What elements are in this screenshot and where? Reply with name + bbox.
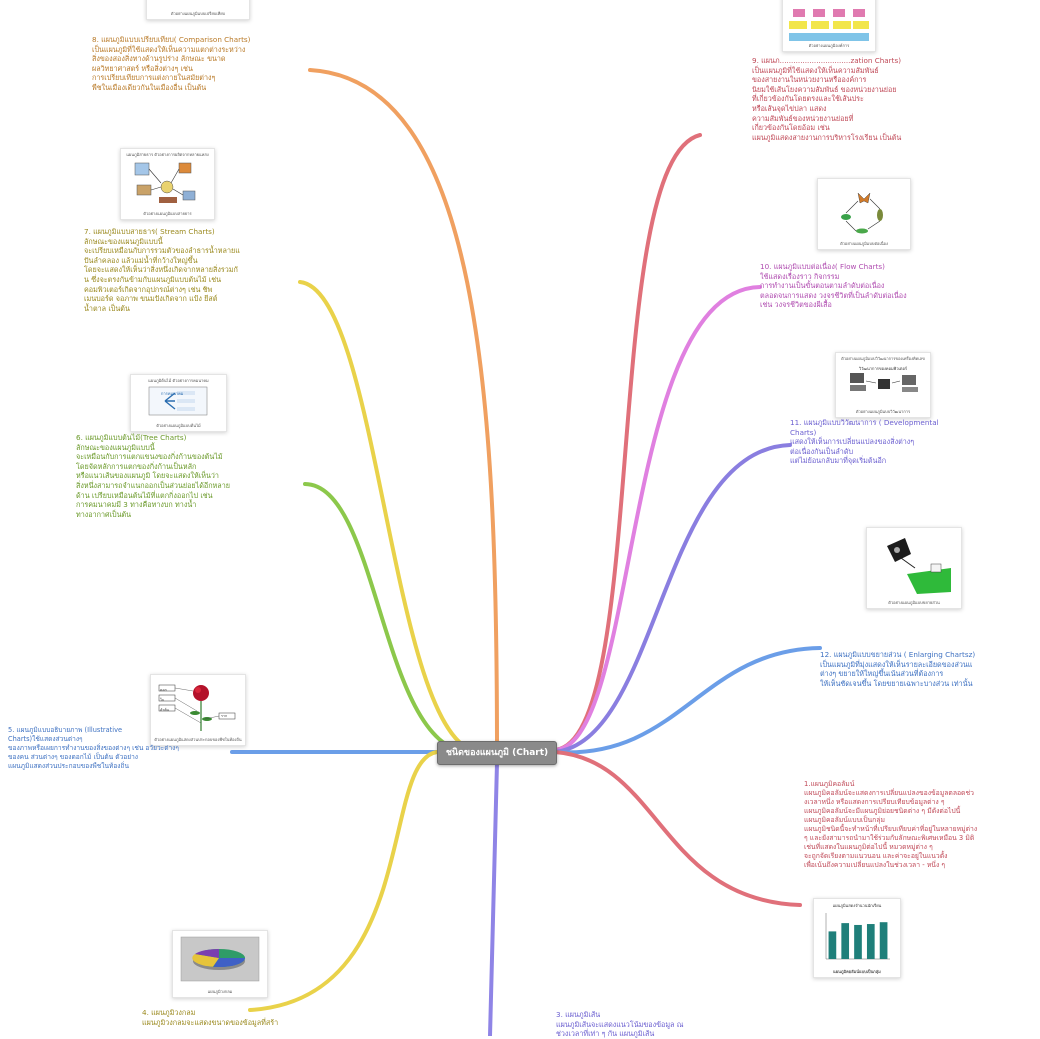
flower-illustration (158, 684, 236, 731)
computer-evolution-illustration (850, 373, 918, 392)
branch-12 (553, 646, 822, 755)
thumb-caption: ตัวอย่างแผนภูมิแบบวิวัฒนาการ (855, 409, 911, 414)
thumb-tree-chart: แผนภูมิต้นไม้ ตัวอย่างการคมนาคม การคมนาค… (130, 374, 227, 432)
thumb-caption: ตัวอย่างแผนภูมิแบบต้นไม้ (156, 423, 201, 428)
flower-label: ราก (221, 714, 228, 718)
thumb-inner-title: แผนภูมิแสดงจำนวนนักเรียน (832, 903, 882, 908)
node-10-flow-charts[interactable]: 10. แผนภูมิแบบต่อเนื่อง( Flow Charts) ใช… (760, 262, 907, 310)
thumb-caption: ตัวอย่างแผนภูมิแบบขยายส่วน (888, 600, 940, 605)
thumb-caption: ตัวอย่างแผนภูมิแสดงส่วนประกอบของพืชในท้อ… (154, 737, 242, 742)
node-5-illustrative-charts[interactable]: 5. แผนภูมิแบบอธิบายภาพ (Illustrative Cha… (8, 726, 179, 770)
node-12-enlarging-charts[interactable]: 12. แผนภูมิแบบขยายส่วน ( Enlarging Chart… (820, 650, 976, 688)
branch-4 (248, 750, 439, 1012)
node-6-tree-charts[interactable]: 6. แผนภูมิแบบต้นไม้(Tree Charts) ลักษณะข… (76, 433, 230, 519)
center-node[interactable]: ชนิดของแผนภูมิ (Chart) (437, 741, 557, 765)
column-bar (841, 923, 850, 959)
node-9-organization-charts[interactable]: 9. แผนภ...............................za… (752, 56, 902, 142)
flower-label: ดอก (160, 688, 167, 692)
thumb-caption: ตัวอย่างแผนภูมิแบบต่อเนื่อง (840, 241, 888, 246)
thumb-caption: ตัวอย่างแผนภูมิแบบเปรียบเทียบ (170, 11, 226, 16)
branch-10 (553, 285, 762, 752)
thumb-caption: ตัวอย่างแผนภูมิองค์การ (808, 43, 850, 48)
thumb-title: แผนภูมิสายธาร ตัวอย่างการผลิตจากหลายแหล่… (126, 152, 209, 157)
thumb-column-chart: แผนภูมิแสดงจำนวนนักเรียน แผนภูมิคอลัมน์แ… (813, 898, 901, 978)
thumb-flow-chart: ตัวอย่างแผนภูมิแบบต่อเนื่อง (817, 178, 911, 250)
thumb-pie-chart: แผนภูมิวงกลม (172, 930, 268, 998)
column-bar (854, 924, 862, 959)
branch-8 (308, 68, 499, 754)
org-illustration (789, 9, 869, 41)
branch-6 (303, 482, 472, 754)
thumb-inner-title: วิวัฒนาการของคอมพิวเตอร์ (858, 366, 908, 371)
butterfly-illustration (841, 192, 883, 234)
thumb-caption: แผนภูมิคอลัมน์แบบเป็นกลุ่ม (833, 969, 881, 974)
thumb-caption: แผนภูมิวงกลม (207, 989, 233, 994)
thumb-title: แผนภูมิต้นไม้ ตัวอย่างการคมนาคม (148, 378, 209, 383)
column-chart-illustration (825, 913, 890, 960)
node-4-pie-chart[interactable]: 4. แผนภูมิวงกลม แผนภูมิวงกลมจะแสดงขนาดขอ… (142, 1008, 279, 1027)
column-bar (828, 931, 837, 959)
branch-7 (298, 280, 480, 754)
flower-label: ลำต้น (160, 708, 170, 712)
thumb-inner-title: การคมนาคม (161, 391, 184, 396)
node-8-comparison-charts[interactable]: 8. แผนภูมิแบบเปรียบเทียบ( Comparison Cha… (92, 35, 251, 92)
branch-9 (553, 133, 702, 752)
branch-3 (488, 761, 499, 1036)
thumb-illustrative-chart: ดอก ใบ ลำต้น ราก ตัวอย่างแผนภูมิแสดงส่วน… (150, 674, 246, 746)
enlarging-illustration (887, 538, 951, 594)
branch-11 (553, 443, 792, 754)
node-11-developmental-charts[interactable]: 11. แผนภูมิแบบวิวัฒนาการ ( Developmental… (790, 418, 939, 466)
node-7-stream-charts[interactable]: 7. แผนภูมิแบบสายธาร( Stream Charts) ลักษ… (84, 227, 240, 313)
node-3-line-chart[interactable]: 3. แผนภูมิเส้น แผนภูมิเส้นจะแสดงแนวโน้มข… (556, 1010, 684, 1039)
flower-label: ใบ (160, 698, 165, 702)
tree-illustration (148, 386, 208, 416)
stream-illustration (134, 162, 196, 203)
node-1-column-chart[interactable]: 1.แผนภูมิคอลัมน์ แผนภูมิคอลัมน์จะแสดงการ… (804, 780, 978, 869)
thumb-comparison-chart: ตัวอย่างแผนภูมิแบบเปรียบเทียบ (146, 0, 250, 20)
thumb-title: ตัวอย่างแผนภูมิแบบวิวัฒนาการของเครื่องคิ… (841, 356, 925, 361)
branch-1 (553, 750, 802, 907)
thumb-developmental-chart: ตัวอย่างแผนภูมิแบบวิวัฒนาการของเครื่องคิ… (835, 352, 931, 418)
thumb-organization-chart: ตัวอย่างแผนภูมิองค์การ (782, 0, 876, 52)
column-bar (866, 924, 875, 959)
flower-label-list: ดอก ใบ ลำต้น (160, 685, 169, 715)
column-bar (879, 922, 888, 959)
thumb-caption: ตัวอย่างแผนภูมิแบบสายธาร (143, 211, 192, 216)
thumb-stream-chart: แผนภูมิสายธาร ตัวอย่างการผลิตจากหลายแหล่… (120, 148, 215, 220)
pie-illustration (180, 936, 260, 982)
thumb-enlarging-chart: ตัวอย่างแผนภูมิแบบขยายส่วน (866, 527, 962, 609)
